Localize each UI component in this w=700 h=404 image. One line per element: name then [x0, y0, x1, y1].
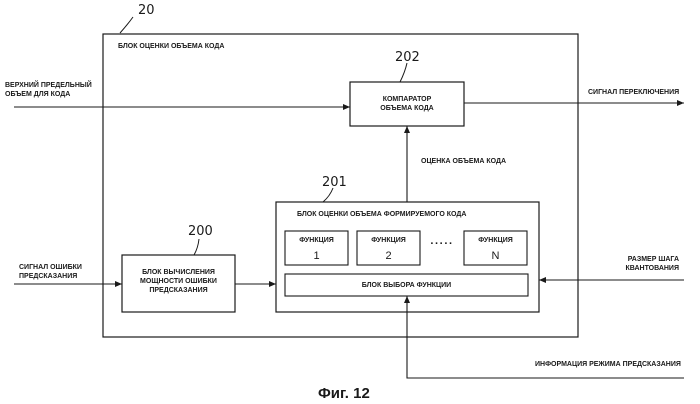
function-1-index: 1 [285, 250, 348, 262]
figure-caption: Фиг. 12 [318, 385, 370, 402]
power-block-line1: БЛОК ВЫЧИСЛЕНИЯ [122, 268, 235, 277]
estimator-title: БЛОК ОЦЕНКИ ОБЪЕМА ФОРМИРУЕМОГО КОДА [297, 210, 466, 219]
qstep-label-1: РАЗМЕР ШАГА [590, 255, 679, 264]
switch-signal-label: СИГНАЛ ПЕРЕКЛЮЧЕНИЯ [588, 88, 679, 97]
comparator-subtitle: ОБЪЕМА КОДА [350, 104, 464, 113]
leader-20 [120, 17, 133, 33]
leader-201 [323, 188, 333, 202]
function-n-label: ФУНКЦИЯ [464, 236, 527, 245]
upper-limit-label-2: ОБЪЕМ ДЛЯ КОДА [5, 90, 70, 99]
function-2-label: ФУНКЦИЯ [357, 236, 420, 245]
mode-info-label: ИНФОРМАЦИЯ РЕЖИМА ПРЕДСКАЗАНИЯ [535, 360, 681, 369]
ref-20: 20 [138, 4, 155, 18]
ref-202: 202 [395, 51, 420, 65]
code-estimate-label: ОЦЕНКА ОБЪЕМА КОДА [421, 157, 506, 166]
error-signal-label-1: СИГНАЛ ОШИБКИ [19, 263, 82, 272]
leader-200 [194, 239, 199, 255]
function-2-index: 2 [357, 250, 420, 262]
error-signal-label-2: ПРЕДСКАЗАНИЯ [19, 272, 77, 281]
ref-200: 200 [188, 225, 213, 239]
power-block-line3: ПРЕДСКАЗАНИЯ [122, 286, 235, 295]
leader-202 [400, 63, 407, 82]
qstep-label-2: КВАНТОВАНИЯ [590, 264, 679, 273]
function-n-index: N [464, 250, 527, 262]
outer-block-title: БЛОК ОЦЕНКИ ОБЪЕМА КОДА [118, 42, 224, 51]
function-1-label: ФУНКЦИЯ [285, 236, 348, 245]
function-selector-label: БЛОК ВЫБОРА ФУНКЦИИ [285, 281, 528, 290]
power-block-line2: МОЩНОСТИ ОШИБКИ [122, 277, 235, 286]
ref-201: 201 [322, 176, 347, 190]
upper-limit-label-1: ВЕРХНИЙ ПРЕДЕЛЬНЫЙ [5, 81, 92, 90]
comparator-title: КОМПАРАТОР [350, 95, 464, 104]
function-dots: ····· [424, 240, 460, 249]
